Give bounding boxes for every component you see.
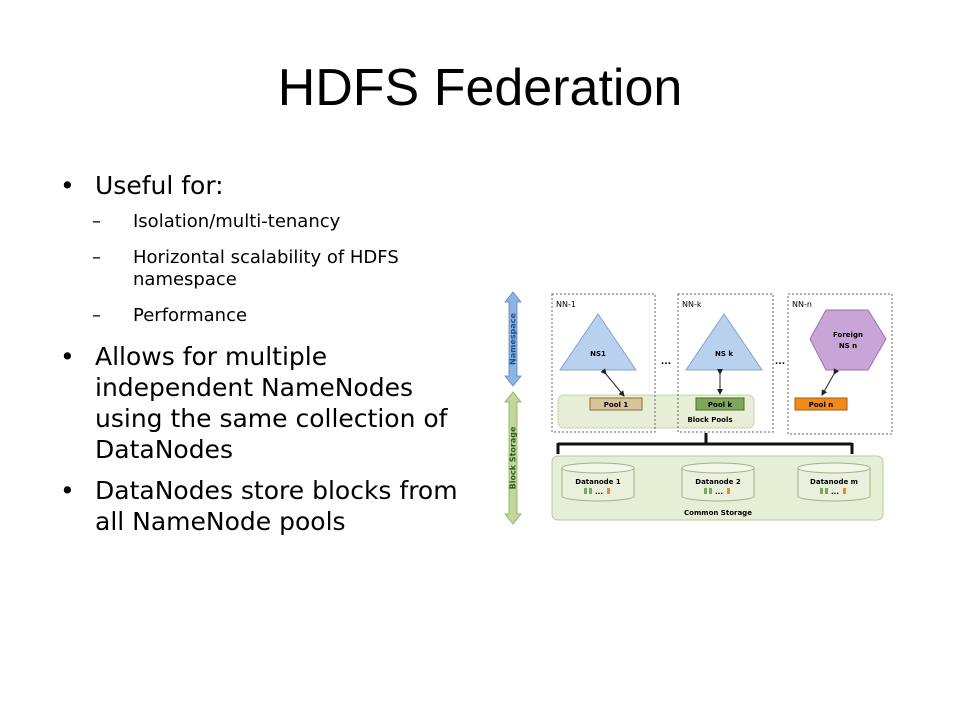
- federation-diagram: Namespace Block Storage Block Pools NN-1…: [504, 291, 893, 525]
- ellipsis-text: ...: [661, 357, 671, 367]
- namenode-box-1: [551, 293, 656, 433]
- block-pools-label: Block Pools: [687, 416, 732, 424]
- bullet-item: • Allows for multiple independent NameNo…: [60, 341, 470, 465]
- pool-label: Pool n: [809, 401, 834, 409]
- namenode-label: NN-k: [682, 300, 702, 309]
- namespace-arrow: Namespace: [504, 291, 522, 387]
- namespace-label-ns: Foreign: [833, 331, 863, 339]
- pool-badge: [794, 397, 848, 411]
- namenode-label: NN-n: [792, 300, 812, 309]
- datanode-label: Datanode 1: [575, 478, 621, 486]
- namespace-label-ns: NS n: [839, 342, 857, 350]
- dash-icon: –: [92, 305, 101, 326]
- bullet-item: • Useful for:: [60, 170, 470, 201]
- namenode-box-n: [787, 293, 893, 435]
- sub-bullet-list: – Isolation/multi-tenancy – Horizontal s…: [60, 211, 470, 327]
- svg-text:...: ...: [715, 488, 723, 496]
- bullet-dot-icon: •: [60, 171, 75, 200]
- svg-text:...: ...: [831, 488, 839, 496]
- bullet-dot-icon: •: [60, 476, 75, 505]
- block-storage-label: Block Storage: [509, 426, 518, 489]
- datanode: Datanode 1 ...: [561, 462, 635, 502]
- pool-badge: [589, 397, 643, 411]
- namespace-hexagon: [809, 309, 887, 371]
- dash-icon: –: [92, 247, 101, 268]
- sub-bullet-item: – Isolation/multi-tenancy: [92, 211, 470, 233]
- ellipsis-text: ...: [775, 357, 785, 367]
- slide-title: HDFS Federation: [277, 59, 683, 117]
- svg-text:...: ...: [595, 488, 603, 496]
- namespace-label-ns: NS1: [590, 350, 606, 358]
- bullet-text: Allows for multiple independent NameNode…: [95, 342, 448, 464]
- datanode-label: Datanode m: [810, 478, 858, 486]
- sub-bullet-text: Horizontal scalability of HDFS namespace: [133, 247, 399, 290]
- namespace-triangle: [559, 313, 637, 371]
- namenode-box-k: [677, 293, 774, 433]
- block-storage-arrow: Block Storage: [504, 391, 522, 525]
- namespace-label-ns: NS k: [715, 350, 733, 358]
- pool-label: Pool k: [708, 401, 733, 409]
- bullet-item: • DataNodes store blocks from all NameNo…: [60, 475, 470, 537]
- namespace-pool-arrow: [821, 368, 840, 396]
- sub-bullet-text: Isolation/multi-tenancy: [133, 211, 341, 232]
- namespace-label: Namespace: [509, 312, 518, 364]
- sub-bullet-item: – Horizontal scalability of HDFS namespa…: [92, 247, 470, 291]
- common-storage-label: Common Storage: [684, 509, 752, 517]
- sub-bullet-item: – Performance: [92, 305, 470, 327]
- namenode-label: NN-1: [556, 300, 576, 309]
- namespace-triangle: [685, 313, 763, 371]
- pools-to-storage-bracket: [556, 433, 854, 454]
- bullet-text: Useful for:: [95, 171, 224, 200]
- datanode: Datanode 2 ...: [681, 462, 755, 502]
- bullet-text: DataNodes store blocks from all NameNode…: [95, 476, 458, 536]
- namespace-pool-arrow: [600, 368, 625, 397]
- pool-label: Pool 1: [604, 401, 629, 409]
- bullet-dot-icon: •: [60, 342, 75, 371]
- bullet-list: • Useful for: – Isolation/multi-tenancy …: [60, 170, 470, 547]
- datanode: Datanode m ...: [797, 462, 871, 502]
- pool-badge: [695, 397, 745, 411]
- dash-icon: –: [92, 211, 101, 232]
- sub-bullet-text: Performance: [133, 305, 248, 326]
- datanode-label: Datanode 2: [695, 478, 741, 486]
